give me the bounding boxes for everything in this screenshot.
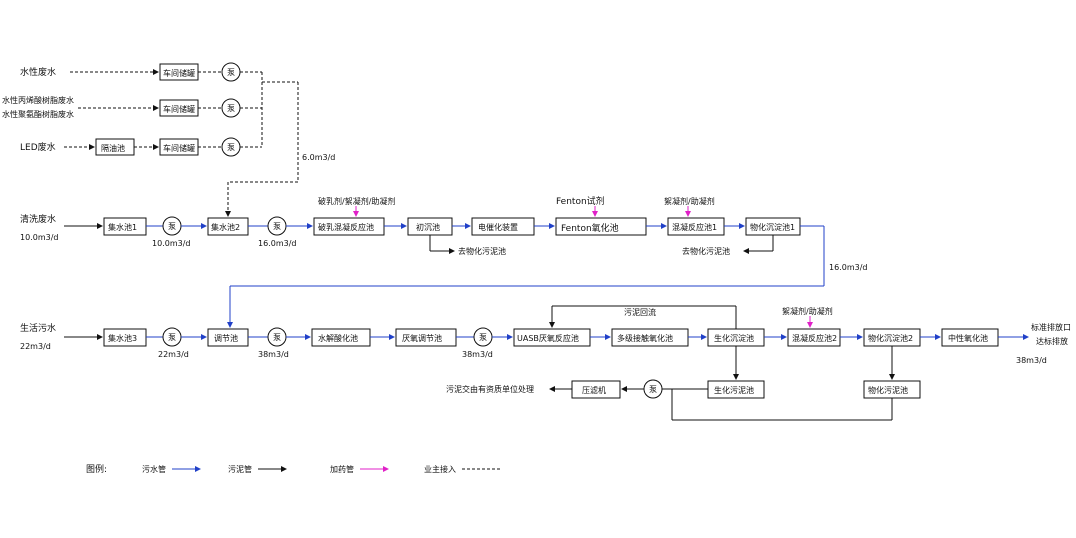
row1-sludge1: 去物化污泥池 [458,246,506,256]
svg-text:物化沉淀池2: 物化沉淀池2 [868,333,913,343]
svg-text:集水池1: 集水池1 [108,222,137,232]
source-living-flow: 22m3/d [20,342,51,351]
svg-text:中性氧化池: 中性氧化池 [948,333,988,343]
tank1-label: 车间储罐 [163,68,195,78]
svg-text:泵: 泵 [479,333,487,342]
svg-text:泵: 泵 [227,68,235,77]
row1-flow2: 16.0m3/d [258,239,296,248]
svg-text:泵: 泵 [168,333,176,342]
flow-6: 6.0m3/d [302,153,335,162]
svg-text:集水池2: 集水池2 [211,222,240,232]
svg-text:物化沉淀池1: 物化沉淀池1 [750,222,795,232]
svg-text:泵: 泵 [649,385,657,394]
row2-flow2: 38m3/d [258,350,289,359]
row1-flow3: 16.0m3/d [829,263,867,272]
svg-text:初沉池: 初沉池 [416,222,440,232]
svg-text:水解酸化池: 水解酸化池 [318,333,358,343]
svg-text:生化沉淀池: 生化沉淀池 [714,333,754,343]
tank2-label: 车间储罐 [163,104,195,114]
svg-text:多级接触氧化池: 多级接触氧化池 [617,333,673,343]
svg-text:混凝反应池1: 混凝反应池1 [672,222,717,232]
row2-flow3: 38m3/d [462,350,493,359]
row1-flow1: 10.0m3/d [152,239,190,248]
svg-text:调节池: 调节池 [214,333,238,343]
outlet-2: 达标排放 [1036,336,1068,346]
source-clean: 清洗废水 [20,213,56,225]
legend-title: 图例: [86,463,107,475]
source-living: 生活污水 [20,322,56,334]
legend-owner-label: 业主接入 [424,464,456,474]
svg-text:压滤机: 压滤机 [582,385,606,395]
legend-dosing-label: 加药管 [330,464,354,474]
dose1-label: 破乳剂/絮凝剂/助凝剂 [318,196,395,206]
svg-text:Fenton氧化池: Fenton氧化池 [561,222,619,234]
source-led: LED废水 [20,141,56,153]
tank3-label: 车间储罐 [163,143,195,153]
dispose-label: 污泥交由有资质单位处理 [446,384,534,394]
svg-text:泵: 泵 [227,143,235,152]
svg-text:泵: 泵 [227,104,235,113]
source-acrylic: 水性丙烯酸树脂废水 [2,95,74,105]
legend-sludge-label: 污泥管 [228,464,252,474]
row1-sludge2: 去物化污泥池 [682,246,730,256]
svg-text:厌氧调节池: 厌氧调节池 [402,333,442,343]
svg-text:混凝反应池2: 混凝反应池2 [792,333,837,343]
dose4-label: 絮凝剂/助凝剂 [782,306,833,316]
row2-flow4: 38m3/d [1016,356,1047,365]
source-clean-flow: 10.0m3/d [20,233,58,242]
oil-trap-label: 隔油池 [101,143,125,153]
svg-text:物化污泥池: 物化污泥池 [868,385,908,395]
outlet-1: 标准排放口 [1031,322,1071,332]
legend-water-label: 污水管 [142,464,166,474]
row2-flow1: 22m3/d [158,350,189,359]
svg-text:泵: 泵 [168,222,176,231]
source-waterborne: 水性废水 [20,66,56,78]
svg-text:泵: 泵 [273,222,281,231]
svg-text:集水池3: 集水池3 [108,333,137,343]
dose3-label: 絮凝剂/助凝剂 [664,196,715,206]
dose2-label: Fenton试剂 [556,195,605,207]
svg-text:生化污泥池: 生化污泥池 [714,385,754,395]
svg-text:电催化装置: 电催化装置 [478,222,518,232]
svg-text:泵: 泵 [273,333,281,342]
return-label: 污泥回流 [624,307,656,317]
svg-text:破乳混凝反应池: 破乳混凝反应池 [318,222,374,232]
source-pu: 水性聚氨酯树脂废水 [2,109,74,119]
svg-text:UASB厌氧反应池: UASB厌氧反应池 [517,333,579,343]
